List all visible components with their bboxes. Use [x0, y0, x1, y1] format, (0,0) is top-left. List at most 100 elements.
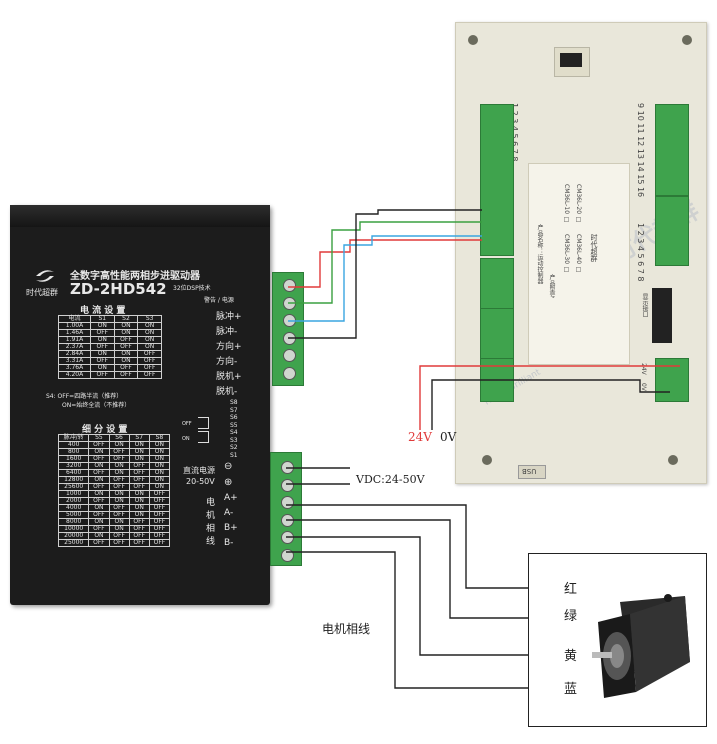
table-cell: OFF [148, 539, 171, 547]
motor-a-plus-wire [286, 504, 560, 589]
screw-icon [482, 455, 492, 465]
current-table-title: 电 流 设 置 [80, 306, 126, 316]
switch-label: S6 [230, 414, 238, 421]
motor-vertical-char: 相 [206, 524, 216, 534]
model-option: CM36L-10 □ [563, 184, 570, 223]
v0-black-wire-right [490, 379, 670, 393]
motor-wire-color-label: 绿 [564, 609, 578, 624]
switch-label: S7 [230, 406, 238, 414]
driver-model-sub: 32位DSP技术 [173, 285, 211, 292]
v0-label: 0V [440, 430, 457, 444]
motor-b-plus-wire [286, 536, 560, 656]
signal-label: 脉冲+ [216, 312, 242, 322]
screw-icon [468, 35, 478, 45]
controller-brand: 时代超群 [590, 234, 598, 262]
signal-label: 脱机- [216, 387, 238, 397]
display-port [652, 288, 672, 343]
switch-off-label: OFF [182, 421, 192, 427]
right-mid-numbers: 1 2 3 4 5 6 7 8 [636, 223, 645, 282]
motor-vertical-char: 电 [206, 498, 216, 508]
black-wire [288, 209, 482, 339]
terminal-screw-icon [281, 478, 294, 492]
blue-wire [288, 235, 482, 322]
controller-terminal-block [655, 104, 689, 196]
phase-label: A- [224, 508, 234, 518]
green-wire [288, 221, 482, 304]
dc-power-label-2: 20-50V [186, 477, 215, 486]
right-terminal-numbers: 9 10 11 12 13 14 15 16 [636, 103, 645, 198]
motor-vertical-char: 线 [206, 537, 216, 547]
terminal-screw-icon [283, 349, 296, 362]
left-terminal-numbers: 1 2 3 4 5 6 7 8 [510, 103, 519, 162]
motor-wire-color-label: 蓝 [564, 682, 578, 697]
switch-label: S8 [230, 399, 238, 406]
signal-label: 脱机+ [216, 372, 242, 382]
microstep-table-title: 细 分 设 置 [82, 425, 128, 435]
motor-b-minus-wire [286, 551, 560, 689]
v0-black-wire-left [431, 379, 490, 430]
switch-label: S1 [230, 451, 238, 459]
motor-wire-color-label: 黄 [564, 649, 578, 664]
dip-switch-icon [198, 417, 209, 429]
display-port-label: 显示接口 [641, 293, 648, 317]
plus-symbol: ⊕ [224, 477, 233, 488]
table-cell: 25000 [57, 539, 90, 547]
phase-label: A+ [224, 493, 238, 503]
red-wire [288, 239, 482, 288]
switch-label: S3 [230, 436, 238, 444]
signal-label: 脉冲- [216, 327, 238, 337]
model-option: CM36L-30 □ [563, 234, 570, 273]
controller-terminal-block [480, 308, 514, 360]
motor-wire-color-label: 红 [564, 582, 578, 597]
stepper-driver: 时代超群 全数字高性能两相步进驱动器 ZD-2HD542 32位DSP技术 电 … [10, 205, 270, 605]
terminal-screw-icon [281, 496, 294, 509]
alarm-power-label: 警告 / 电源 [204, 297, 234, 304]
table-cell: 4.20A [58, 371, 91, 379]
controller-line-2: 产品名称：运动控制器 [536, 224, 543, 284]
model-option: CM36L-40 □ [575, 234, 582, 273]
vdc-label: VDC:24-50V [356, 473, 425, 486]
screw-icon [682, 35, 692, 45]
minus-symbol: ⊖ [224, 461, 233, 472]
controller-top-port [560, 53, 582, 67]
phase-label: B- [224, 538, 234, 548]
signal-label: 方向+ [216, 342, 242, 352]
controller-terminal-block [480, 258, 514, 310]
driver-title: 全数字高性能两相步进驱动器 [70, 271, 200, 282]
driver-signal-terminal [272, 272, 304, 386]
usb-port: USB [518, 465, 546, 479]
s4-note-2: ON=始终全流（不推荐） [62, 402, 131, 409]
phase-label: B+ [224, 523, 238, 533]
driver-logo-icon [34, 267, 56, 285]
v24-label: 24V [408, 430, 432, 444]
model-option: CM36L-20 □ [575, 184, 582, 223]
motor-wire-label: 电机相线 [322, 622, 371, 636]
motor-vertical-char: 机 [206, 511, 216, 521]
driver-model: ZD-2HD542 [70, 280, 167, 298]
controller-terminal-block [655, 196, 689, 266]
controller-terminal-block [480, 104, 514, 256]
dc-power-label-1: 直流电源 [183, 466, 215, 475]
switch-on-label: ON [182, 436, 190, 442]
controller-line-1: 产品型号 [548, 274, 555, 298]
driver-top-bevel [10, 205, 270, 227]
v24-red-wire-left [419, 365, 490, 430]
motion-controller: 时代超群 Times Brilliant 1 2 3 4 5 6 7 8 9 1… [455, 22, 707, 484]
dip-switch-icon [198, 431, 209, 443]
s4-note-1: S4: OFF=四路半流（推荐） [46, 393, 123, 400]
